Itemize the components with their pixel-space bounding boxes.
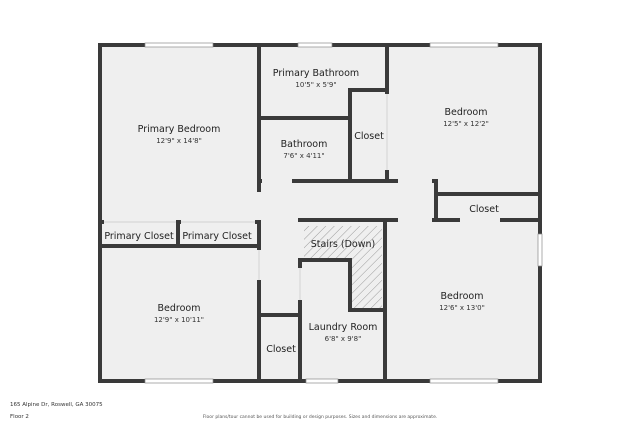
bedroom-ne-dims: 12'5" x 12'2" <box>443 120 489 128</box>
primary-bathroom-dims: 10'5" x 5'9" <box>295 81 336 89</box>
closet-center-name: Closet <box>354 131 384 142</box>
bathroom-dims: 7'6" x 4'11" <box>283 152 324 160</box>
door-lines <box>104 94 388 300</box>
primary-closet-2-name: Primary Closet <box>182 231 252 242</box>
bedroom-sw-dims: 12'9" x 10'11" <box>154 316 204 324</box>
bathroom-name: Bathroom <box>281 139 328 150</box>
stairs-name: Stairs (Down) <box>311 239 375 250</box>
floor-label: Floor 2 <box>10 414 29 420</box>
laundry-name: Laundry Room <box>309 322 378 333</box>
primary-bedroom-dims: 12'9" x 14'8" <box>156 137 202 145</box>
primary-bedroom-name: Primary Bedroom <box>138 124 221 135</box>
stairs-hatch <box>304 226 382 309</box>
bedroom-sw-name: Bedroom <box>158 303 201 314</box>
closet-east-name: Closet <box>469 204 499 215</box>
windows <box>144 42 543 384</box>
disclaimer: Floor plans/tour cannot be used for buil… <box>202 415 438 420</box>
primary-bathroom-name: Primary Bathroom <box>273 68 359 79</box>
laundry-dims: 6'8" x 9'8" <box>325 335 362 343</box>
bedroom-se-dims: 12'6" x 13'0" <box>439 304 485 312</box>
bedroom-ne-name: Bedroom <box>445 107 488 118</box>
primary-closet-1-name: Primary Closet <box>104 231 174 242</box>
bedroom-se-name: Bedroom <box>441 291 484 302</box>
floor-area <box>100 45 540 381</box>
closet-south-name: Closet <box>266 344 296 355</box>
property-address: 165 Alpine Dr, Roswell, GA 30075 <box>10 402 103 408</box>
